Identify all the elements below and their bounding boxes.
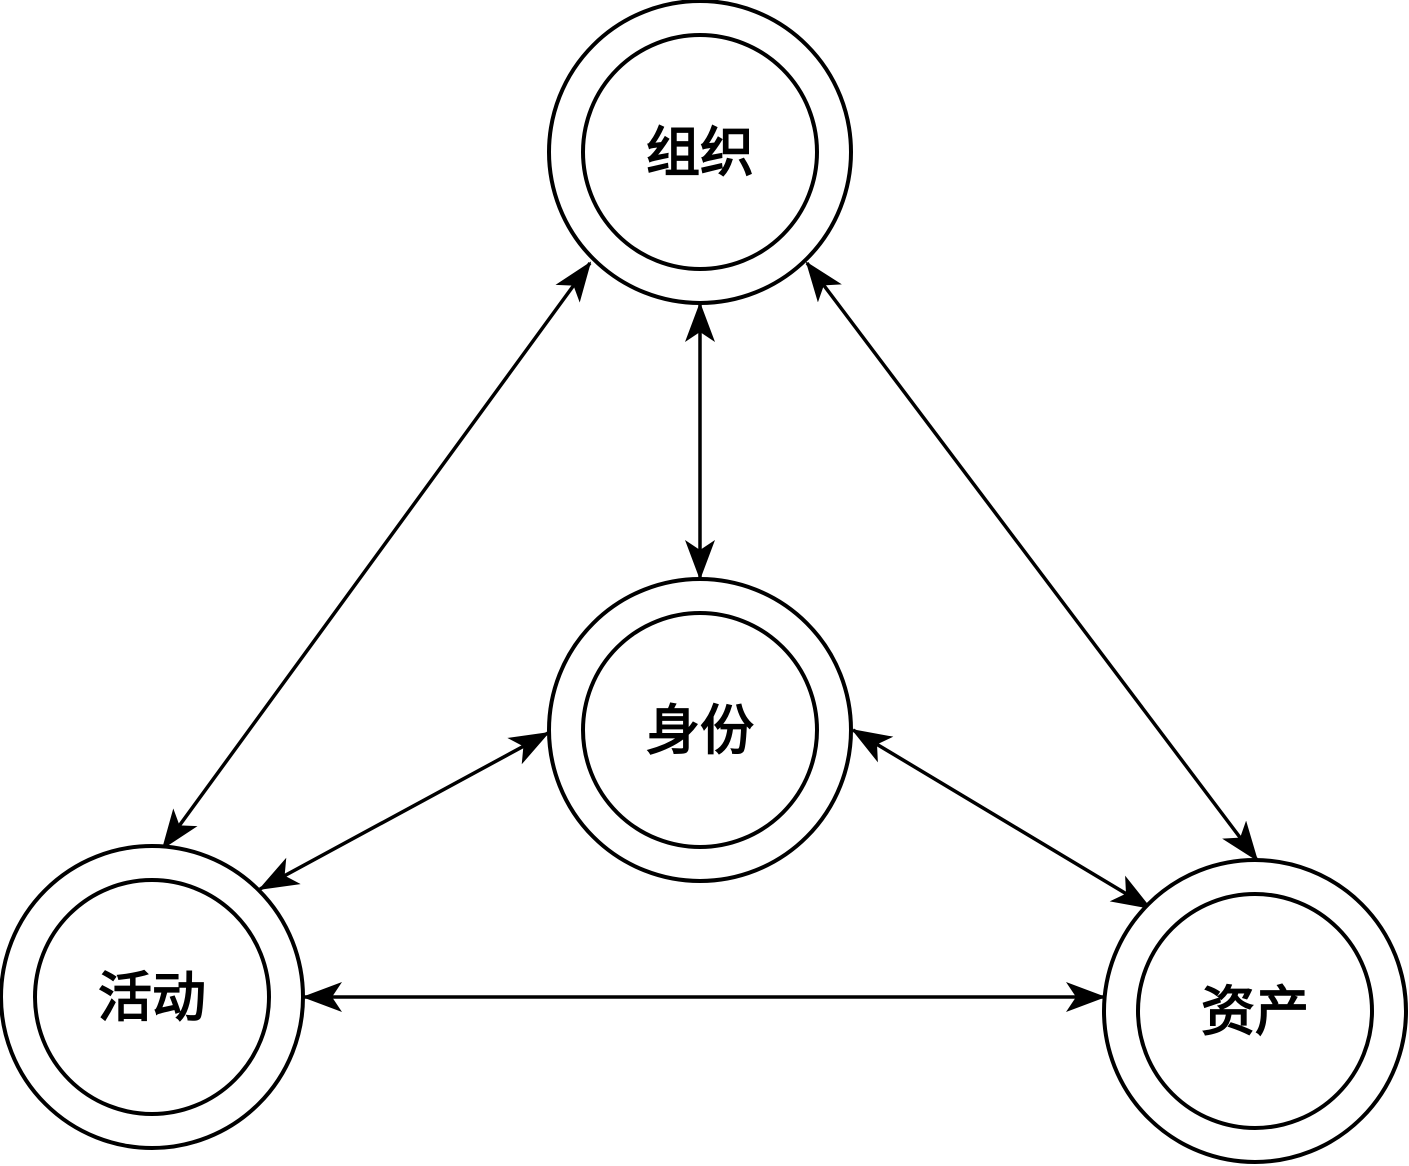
node-org-inner-ring — [581, 33, 819, 271]
node-org-label: 组织 — [646, 120, 754, 184]
node-identity: 身份 — [547, 577, 853, 883]
node-identity-inner-ring — [581, 611, 819, 849]
edge-org-activity — [161, 261, 592, 850]
node-activity-label: 活动 — [98, 965, 206, 1029]
node-asset-label: 资产 — [1201, 979, 1309, 1043]
node-asset: 资产 — [1102, 858, 1408, 1164]
node-asset-inner-ring — [1136, 892, 1374, 1130]
edge-identity-activity — [258, 731, 550, 891]
node-activity-inner-ring — [33, 878, 271, 1116]
edge-identity-asset — [851, 728, 1152, 910]
node-activity: 活动 — [0, 844, 305, 1150]
node-identity-label: 身份 — [646, 698, 754, 762]
node-org: 组织 — [547, 0, 853, 305]
edge-org-asset — [805, 261, 1259, 862]
